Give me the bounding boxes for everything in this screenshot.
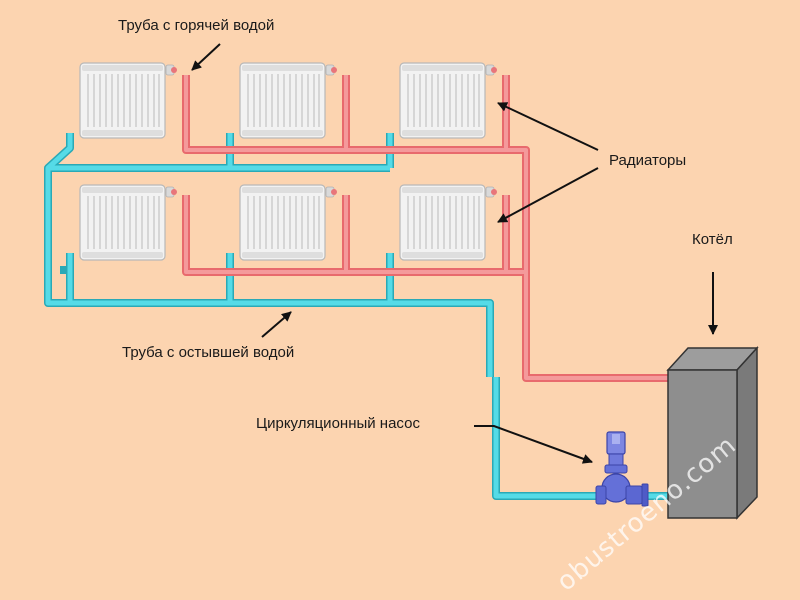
arrow-icon [474, 425, 593, 464]
radiator-icon [399, 62, 498, 139]
boiler-icon [666, 346, 759, 520]
arrow-icon [497, 102, 599, 151]
annotation-arrows [191, 43, 718, 464]
labels: Труба с горячей водой Радиаторы Котёл Тр… [118, 17, 733, 432]
cold-pipe-network [44, 133, 668, 500]
label-hot-pipe: Труба с горячей водой [118, 17, 274, 34]
hot-pipe-network [182, 75, 668, 382]
label-pump: Циркуляционный насос [256, 415, 420, 432]
pump-icon [595, 431, 649, 507]
radiators-group [79, 62, 498, 261]
label-radiators: Радиаторы [609, 152, 686, 169]
radiator-icon [239, 184, 338, 261]
label-boiler: Котёл [692, 231, 733, 248]
radiator-icon [239, 62, 338, 139]
arrow-icon [191, 43, 221, 71]
radiator-icon [79, 62, 178, 139]
arrow-icon [261, 311, 292, 338]
radiator-icon [399, 184, 498, 261]
radiator-icon [79, 184, 178, 261]
arrow-icon [497, 167, 599, 223]
label-cold-pipe: Труба с остывшей водой [122, 344, 294, 361]
